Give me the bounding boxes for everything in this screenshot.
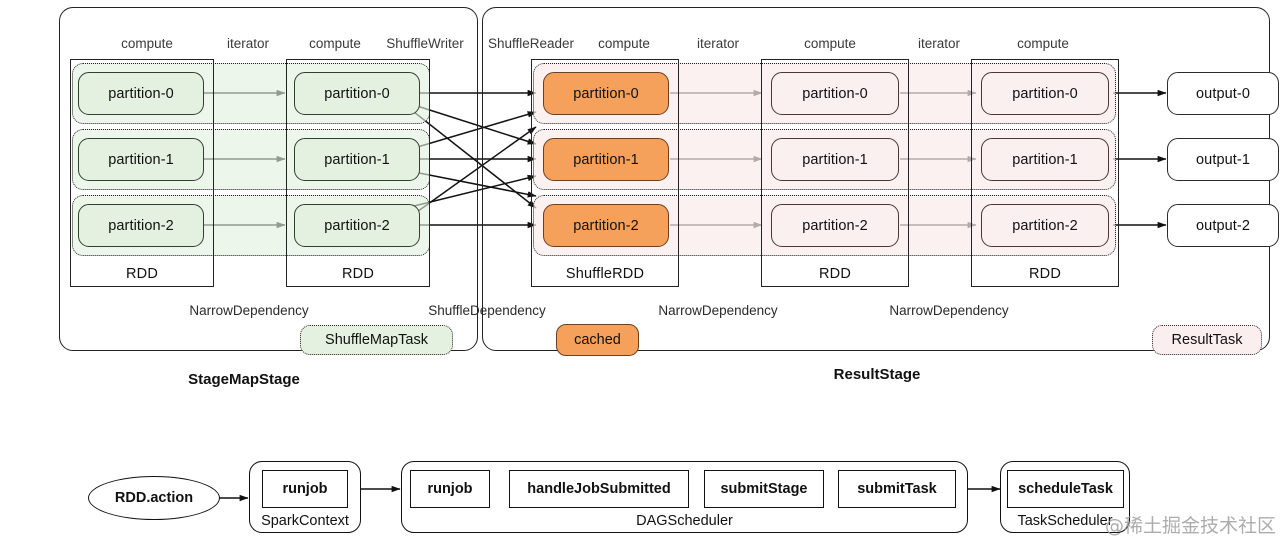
column-header: compute: [598, 36, 650, 51]
column-header: compute: [121, 36, 173, 51]
stage-title: StageMapStage: [188, 371, 300, 388]
op-runjob[interactable]: runjob: [410, 470, 490, 508]
op-submit-stage[interactable]: submitStage: [704, 470, 824, 508]
rdd-box: RDD: [971, 59, 1119, 287]
stage-title: ResultStage: [833, 366, 921, 383]
column-header: iterator: [696, 36, 740, 51]
column-header: iterator: [226, 36, 270, 51]
rdd-box: RDD: [286, 59, 430, 287]
partition-box[interactable]: partition-0: [543, 72, 669, 115]
rdd-label: RDD: [341, 266, 374, 282]
output-box[interactable]: output-2: [1167, 204, 1279, 247]
group-label: SparkContext: [261, 513, 349, 529]
dependency-caption: NarrowDependency: [189, 303, 309, 318]
partition-box[interactable]: partition-2: [981, 204, 1109, 247]
dependency-caption: NarrowDependency: [889, 303, 1009, 318]
op-runjob[interactable]: runjob: [262, 470, 348, 508]
partition-box[interactable]: partition-2: [543, 204, 669, 247]
rdd-box: ShuffleRDD: [531, 59, 679, 287]
rdd-label: RDD: [125, 266, 158, 282]
op-handle-job-submitted[interactable]: handleJobSubmitted: [509, 470, 689, 508]
result-task-badge: ResultTask: [1152, 325, 1262, 355]
partition-box[interactable]: partition-0: [78, 72, 204, 115]
dependency-caption: ShuffleDependency: [428, 303, 546, 318]
partition-box[interactable]: partition-2: [771, 204, 899, 247]
partition-box[interactable]: partition-1: [543, 138, 669, 181]
rdd-label: RDD: [1028, 266, 1061, 282]
op-schedule-task[interactable]: scheduleTask: [1007, 470, 1124, 508]
column-header: iterator: [917, 36, 961, 51]
partition-box[interactable]: partition-0: [981, 72, 1109, 115]
watermark: @稀土掘金技术社区: [1105, 515, 1277, 537]
stage-container-map: [59, 7, 478, 351]
dependency-caption: NarrowDependency: [658, 303, 778, 318]
op-submit-task[interactable]: submitTask: [838, 470, 956, 508]
column-header: ShuffleWriter: [386, 36, 464, 51]
partition-box[interactable]: partition-1: [981, 138, 1109, 181]
rdd-label: ShuffleRDD: [565, 266, 645, 282]
group-label: TaskScheduler: [1017, 513, 1113, 529]
output-box[interactable]: output-1: [1167, 138, 1279, 181]
column-header: compute: [309, 36, 361, 51]
rdd-box: RDD: [70, 59, 214, 287]
partition-box[interactable]: partition-0: [294, 72, 420, 115]
rdd-action-node[interactable]: RDD.action: [88, 476, 220, 520]
partition-box[interactable]: partition-1: [771, 138, 899, 181]
output-box[interactable]: output-0: [1167, 72, 1279, 115]
column-header: compute: [804, 36, 856, 51]
group-label: DAGScheduler: [636, 513, 733, 529]
rdd-label: RDD: [818, 266, 851, 282]
partition-box[interactable]: partition-2: [294, 204, 420, 247]
partition-box[interactable]: partition-0: [771, 72, 899, 115]
partition-box[interactable]: partition-1: [78, 138, 204, 181]
partition-box[interactable]: partition-1: [294, 138, 420, 181]
cached-badge: cached: [556, 324, 639, 356]
column-header: compute: [1017, 36, 1069, 51]
column-header: ShuffleReader: [487, 36, 575, 51]
shuffle-map-task-badge: ShuffleMapTask: [300, 325, 453, 355]
rdd-box: RDD: [761, 59, 909, 287]
partition-box[interactable]: partition-2: [78, 204, 204, 247]
